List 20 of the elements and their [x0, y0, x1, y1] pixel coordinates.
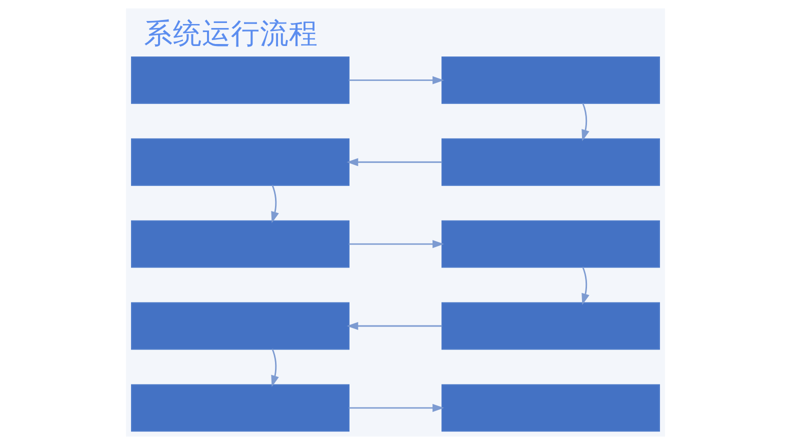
node-box: [441, 220, 660, 268]
arrow: [348, 76, 444, 84]
diagram-title: 系统运行流程: [143, 16, 318, 50]
node-box: [441, 302, 660, 350]
arrow: [348, 404, 444, 412]
node-box: [441, 56, 660, 104]
node-box: [441, 138, 660, 186]
node-box: [130, 302, 349, 350]
arrow: [581, 102, 589, 142]
arrow: [348, 240, 444, 248]
node-box: [130, 384, 349, 432]
arrow: [346, 158, 442, 166]
arrow: [270, 184, 278, 224]
node-box: [130, 56, 349, 104]
arrow: [581, 266, 589, 306]
arrow: [270, 348, 278, 387]
node-box: [441, 384, 660, 432]
node-box: [130, 220, 349, 268]
node-box: [130, 138, 349, 186]
arrow: [346, 322, 442, 330]
